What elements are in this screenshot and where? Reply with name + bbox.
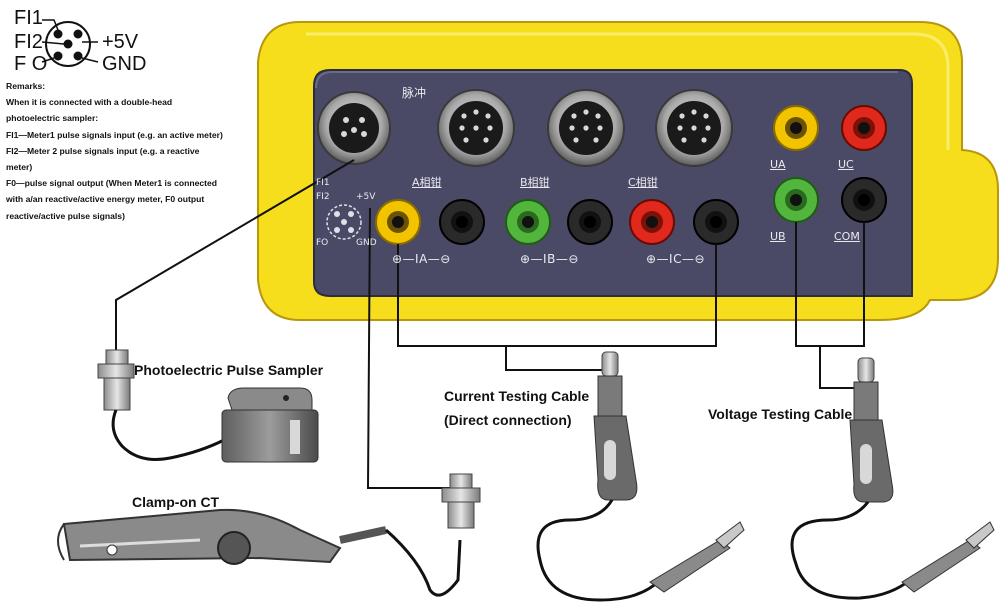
small-pin-diagram — [326, 204, 362, 240]
clamp-ct — [57, 508, 462, 597]
remarks-line: Remarks: — [6, 81, 46, 91]
small-label-5v: +5V — [356, 192, 376, 202]
channel-ic-label: ⊕—IC—⊖ — [646, 252, 706, 266]
pin-label-5v: +5V — [102, 31, 139, 53]
clamp-port-a-label: A相钳 — [412, 176, 442, 189]
port-ub-label: UB — [770, 230, 786, 243]
channel-ib-label: ⊕—IB—⊖ — [520, 252, 579, 266]
small-label-fi2: FI2 — [316, 192, 330, 202]
remarks-line: meter) — [6, 162, 33, 173]
current-cable-sublabel: (Direct connection) — [444, 412, 572, 428]
clamp-ct-label: Clamp-on CT — [132, 494, 220, 510]
pinout-symbol — [41, 19, 99, 67]
photoelectric-plug — [97, 349, 225, 461]
remarks-line: photoelectric sampler: — [6, 113, 99, 124]
remarks-line: FI1—Meter1 pulse signals input (e.g. an … — [6, 129, 223, 140]
pin-label-fi1: FI1 — [14, 7, 43, 29]
remarks-text: Remarks: When it is connected with a dou… — [6, 78, 256, 224]
photoelectric-sampler-label: Photoelectric Pulse Sampler — [134, 362, 324, 378]
remarks-line: F0—pulse signal output (When Meter1 is c… — [6, 178, 218, 189]
clamp-port-c-label: C相钳 — [628, 176, 658, 189]
small-label-gnd: GND — [356, 238, 377, 248]
pulse-label: 脉冲 — [402, 86, 427, 100]
port-ua-label: UA — [770, 158, 786, 171]
pin-label-gnd: GND — [102, 53, 147, 75]
current-jacks — [375, 199, 739, 245]
remarks-line: FI2—Meter 2 pulse signals input (e.g. a … — [6, 145, 200, 156]
port-com-label: COM — [834, 230, 860, 243]
sampler-body — [221, 387, 319, 463]
clamp-port-b-label: B相钳 — [520, 176, 550, 189]
port-uc-label: UC — [838, 158, 854, 171]
voltage-jacks — [773, 105, 887, 223]
small-label-fo: FO — [316, 238, 329, 248]
pin-label-fo: F O — [14, 53, 48, 75]
remarks-line: with a/an reactive/active energy meter, … — [6, 194, 205, 205]
current-probe — [536, 351, 745, 602]
aviation-connectors — [317, 89, 733, 167]
remarks-line: reactive/active pulse signals) — [6, 210, 125, 221]
channel-ia-label: ⊕—IA—⊖ — [392, 252, 451, 266]
small-label-fi1: FI1 — [316, 178, 330, 188]
remarks-line: When it is connected with a double-head — [6, 97, 173, 108]
voltage-cable-label: Voltage Testing Cable — [708, 406, 853, 422]
voltage-probe — [790, 357, 995, 600]
pin-label-fi2: FI2 — [14, 31, 43, 53]
current-cable-label: Current Testing Cable — [444, 388, 590, 404]
clamp-plug — [441, 473, 481, 529]
